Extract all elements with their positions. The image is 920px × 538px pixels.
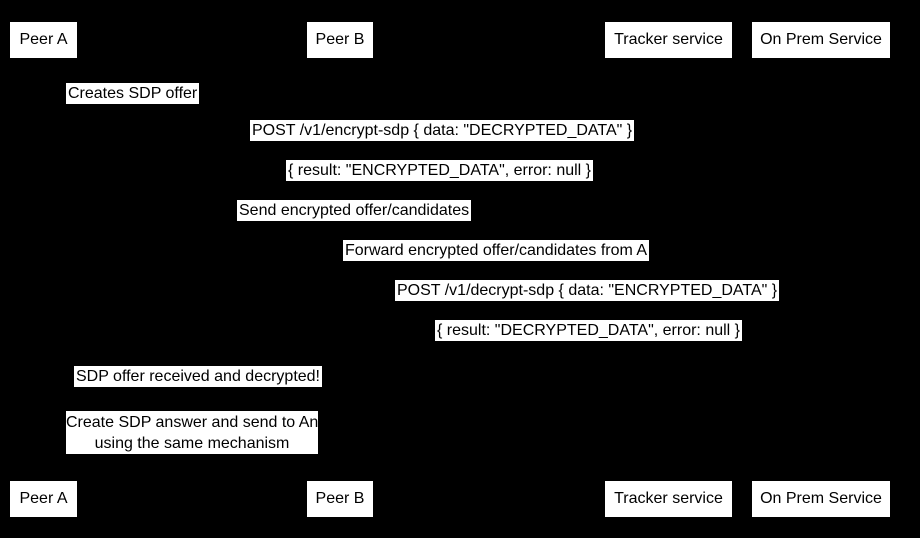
note-line-2: using the same mechanism: [94, 434, 290, 452]
participant-label: Peer B: [315, 31, 365, 48]
note-sdp-offer-received: SDP offer received and decrypted!: [74, 366, 322, 387]
participant-box-tracker-service-bottom: Tracker service: [605, 481, 732, 517]
lifeline-peer-a: [43, 57, 44, 481]
participant-label: On Prem Service: [760, 31, 882, 48]
lifeline-peer-b: [340, 57, 341, 481]
participant-label: Peer A: [19, 490, 68, 507]
note-creates-sdp-offer: Creates SDP offer: [66, 83, 200, 104]
participant-label: On Prem Service: [760, 490, 882, 507]
participant-box-peer-b-bottom: Peer B: [307, 481, 373, 517]
message-forward-encrypted-offer: Forward encrypted offer/candidates from …: [343, 240, 650, 261]
participant-box-on-prem-service-bottom: On Prem Service: [752, 481, 890, 517]
participant-label: Peer A: [19, 31, 68, 48]
lifeline-tracker-service: [668, 57, 669, 481]
participant-box-tracker-service-top: Tracker service: [605, 22, 732, 58]
note-create-sdp-answer: Create SDP answer and send to An using t…: [66, 411, 318, 454]
participant-label: Tracker service: [614, 490, 723, 507]
lifeline-on-prem-service: [821, 57, 822, 481]
message-encrypt-result: { result: "ENCRYPTED_DATA", error: null …: [286, 160, 594, 181]
message-post-decrypt-sdp: POST /v1/decrypt-sdp { data: "ENCRYPTED_…: [395, 280, 780, 301]
message-decrypt-result: { result: "DECRYPTED_DATA", error: null …: [435, 320, 743, 341]
message-send-encrypted-offer: Send encrypted offer/candidates: [237, 200, 472, 221]
participant-label: Peer B: [315, 490, 365, 507]
participant-box-peer-a-top: Peer A: [10, 22, 77, 58]
note-line-1: Create SDP answer and send to An: [66, 413, 319, 431]
participant-label: Tracker service: [614, 31, 723, 48]
participant-box-on-prem-service-top: On Prem Service: [752, 22, 890, 58]
message-post-encrypt-sdp: POST /v1/encrypt-sdp { data: "DECRYPTED_…: [250, 120, 635, 141]
participant-box-peer-b-top: Peer B: [307, 22, 373, 58]
participant-box-peer-a-bottom: Peer A: [10, 481, 77, 517]
